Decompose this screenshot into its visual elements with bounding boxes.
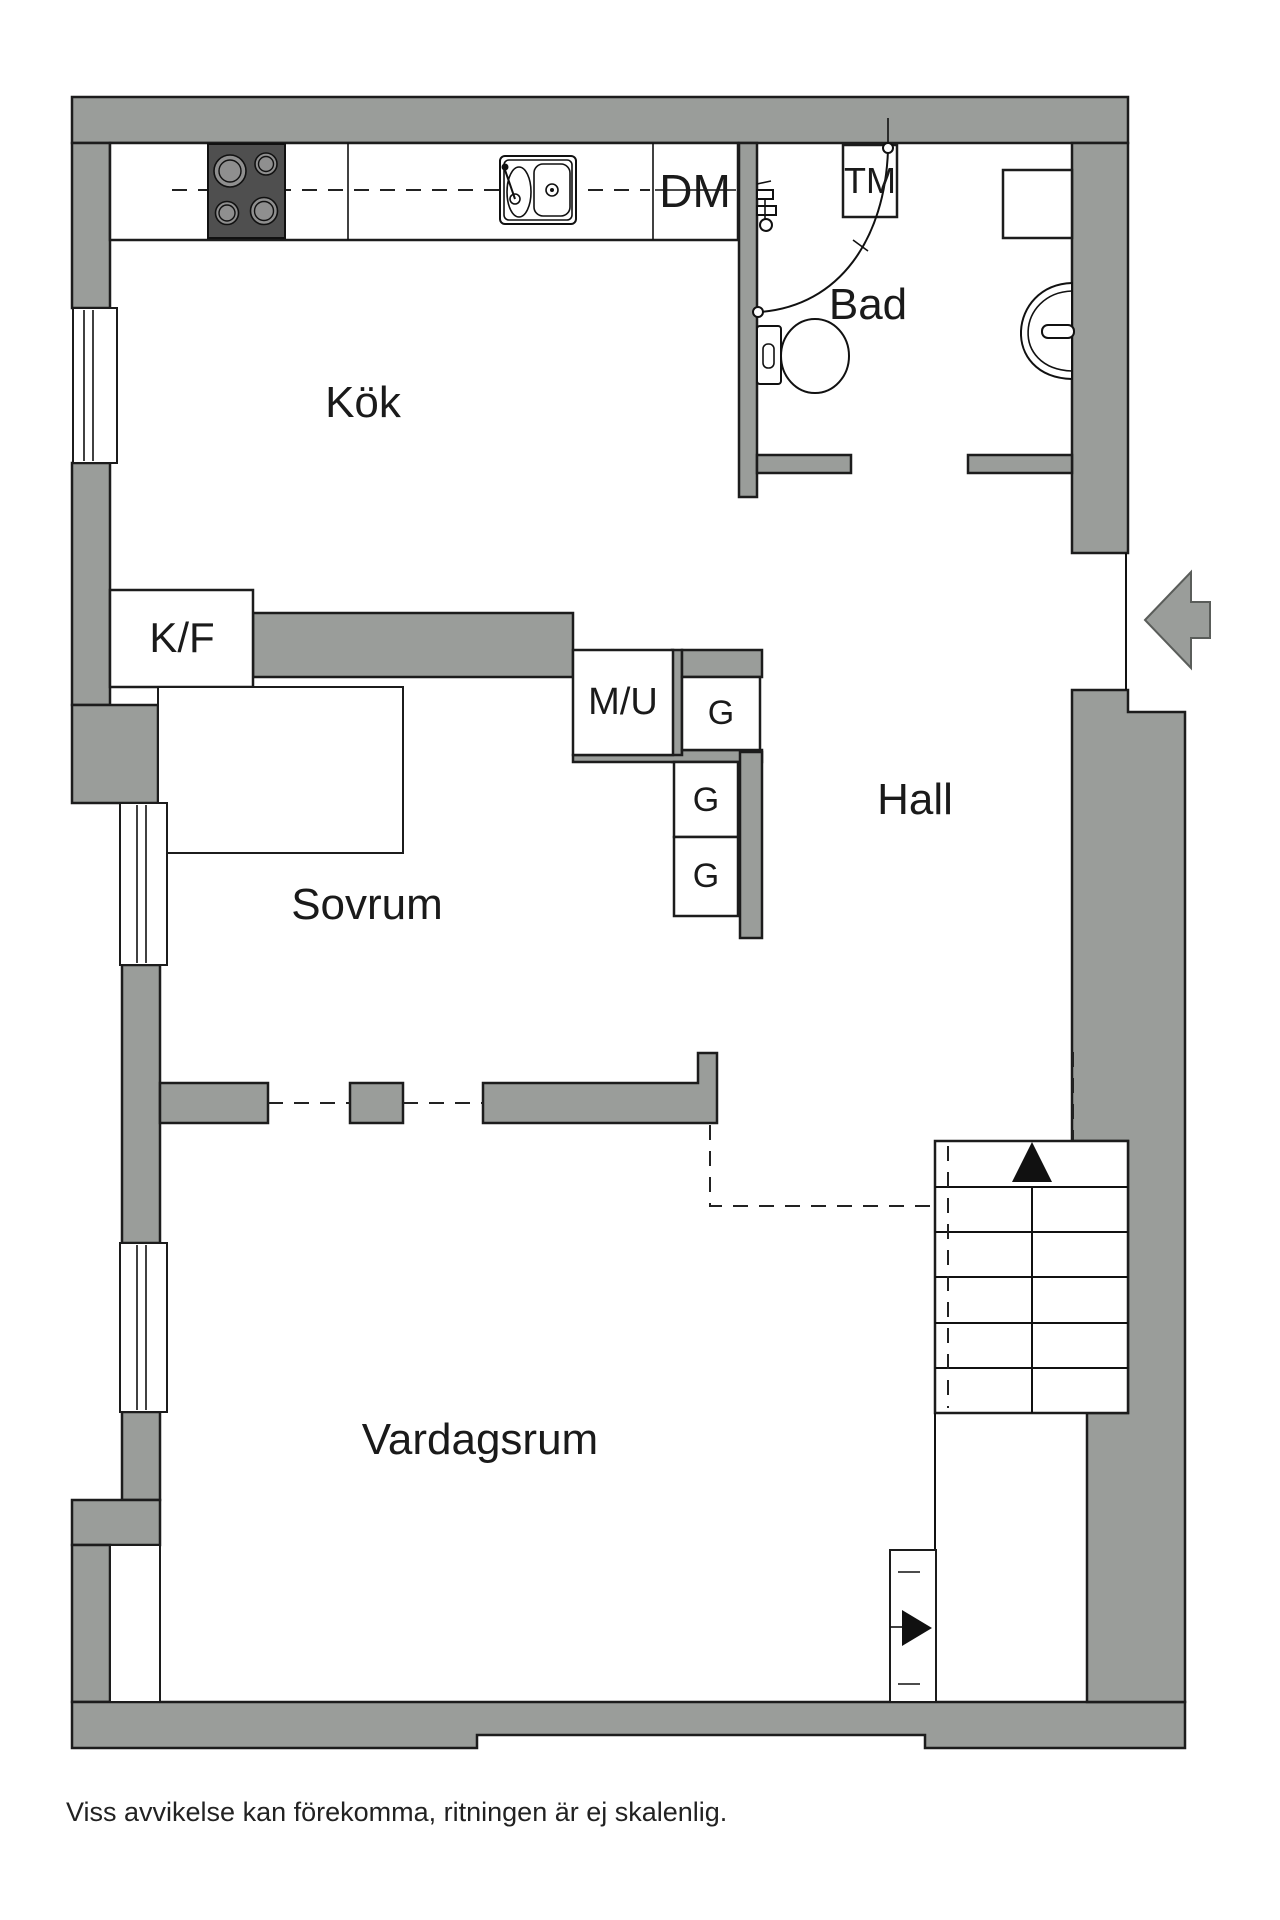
wall-bedroom-living-pier bbox=[348, 1081, 405, 1125]
stairs-up-arrow-icon bbox=[1012, 1142, 1052, 1182]
wall-left-bedroom bbox=[120, 963, 162, 1245]
disclaimer-text: Viss avvikelse kan förekomma, ritningen … bbox=[66, 1797, 728, 1827]
appliance-label-washing-machine: TM bbox=[844, 160, 896, 201]
wall-bedroom-living-left bbox=[158, 1081, 270, 1125]
washbasin-icon bbox=[1020, 281, 1075, 381]
appliance-label-fridge-freezer: K/F bbox=[149, 614, 215, 661]
stairs bbox=[933, 1139, 1130, 1415]
wall-left-lower bbox=[70, 1543, 112, 1704]
wall-bedroom-living-right bbox=[481, 1051, 719, 1125]
wardrobe-2-box bbox=[672, 760, 740, 839]
bath-cabinet-icon bbox=[1001, 168, 1074, 240]
appliance-label-microwave: M/U bbox=[588, 681, 658, 723]
exit-arrow-icon bbox=[902, 1610, 932, 1646]
wall-wardrobe-east bbox=[738, 750, 764, 940]
kitchen-sink-icon bbox=[499, 155, 577, 225]
wall-left-upper bbox=[70, 141, 112, 310]
wardrobe-1-box bbox=[680, 675, 762, 752]
wall-left-living bbox=[120, 1410, 162, 1502]
wall-above-wardrobe-1 bbox=[680, 648, 764, 679]
wardrobe-3-box bbox=[672, 835, 740, 918]
wall-left-step bbox=[70, 703, 160, 805]
microwave-box bbox=[571, 648, 675, 757]
shower-icon bbox=[756, 180, 777, 232]
stove-icon bbox=[207, 143, 286, 239]
appliance-label-dishwasher: DM bbox=[659, 165, 731, 217]
appliance-label-wardrobe-2: G bbox=[692, 781, 720, 819]
door-niche bbox=[109, 1544, 161, 1703]
room-label-bathroom: Bad bbox=[828, 280, 908, 329]
fridge-freezer-box bbox=[108, 588, 255, 689]
appliance-label-wardrobe-3: G bbox=[692, 857, 720, 895]
window-icon-kitchen bbox=[72, 307, 118, 464]
wall-bottom bbox=[70, 1700, 1187, 1750]
room-label-kitchen: Kök bbox=[325, 378, 401, 427]
wall-left-step-2 bbox=[70, 1498, 162, 1547]
wall-kitchen-bedroom bbox=[251, 611, 575, 679]
wall-bathroom-south-left bbox=[755, 453, 853, 475]
window-icon-bedroom bbox=[119, 802, 168, 966]
appliance-label-wardrobe-1: G bbox=[707, 694, 735, 732]
bedroom-closet bbox=[157, 686, 404, 854]
wall-top bbox=[70, 95, 1130, 145]
room-label-bedroom: Sovrum bbox=[291, 880, 443, 929]
wall-bathroom-south-right bbox=[966, 453, 1074, 475]
kitchen-counter bbox=[108, 141, 740, 242]
room-label-living-room: Vardagsrum bbox=[361, 1415, 599, 1464]
walls bbox=[70, 95, 1187, 1750]
exit-door bbox=[889, 1549, 937, 1703]
entry-arrow-icon bbox=[1143, 569, 1211, 671]
window-icon-living-room bbox=[119, 1242, 168, 1413]
wall-right-upper bbox=[1070, 141, 1130, 555]
shower-curtain-icon bbox=[752, 118, 894, 318]
wall-left-mid bbox=[70, 461, 112, 707]
wall-bathroom-west bbox=[737, 141, 759, 499]
room-label-hall: Hall bbox=[877, 775, 953, 824]
toilet-icon bbox=[756, 318, 850, 394]
